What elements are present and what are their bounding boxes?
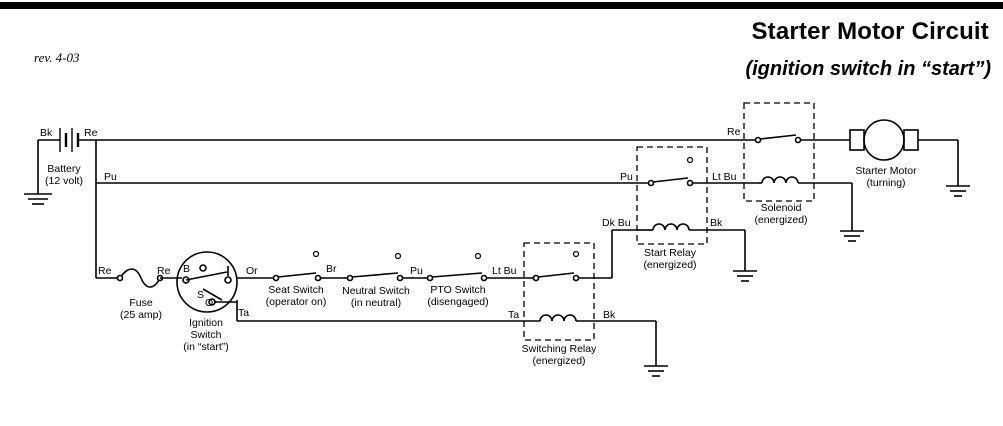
pto-switch-detail: (disengaged) <box>427 296 488 308</box>
neutral-switch-symbol <box>346 272 404 282</box>
label-re-battery: Re <box>84 127 98 139</box>
ignition-label-1: Ignition <box>189 317 223 329</box>
battery-symbol <box>37 128 96 194</box>
solenoid-detail: (energized) <box>754 214 807 226</box>
label-bk-switching: Bk <box>603 309 616 321</box>
wire-labels: Bk Re Pu Re Re Or Br Pu Lt Bu Ta Ta Bk D… <box>40 126 741 321</box>
switch-test-points <box>312 156 694 260</box>
battery-ground <box>24 193 52 205</box>
seat-switch-symbol <box>272 272 322 282</box>
label-re-fuse-in: Re <box>98 265 112 277</box>
neutral-switch-detail: (in neutral) <box>351 297 401 309</box>
page-title: Starter Motor Circuit <box>751 18 989 45</box>
fuse-label: Fuse <box>129 297 153 309</box>
solenoid-symbol <box>743 102 815 202</box>
starter-motor-label: Starter Motor <box>855 165 917 177</box>
label-ta-ignition: Ta <box>238 307 249 319</box>
pto-switch-symbol <box>426 272 488 282</box>
wires <box>24 102 970 377</box>
component-labels: Battery (12 volt) Fuse (25 amp) Ignition… <box>45 163 917 367</box>
seat-switch-detail: (operator on) <box>266 296 327 308</box>
solenoid-label: Solenoid <box>761 202 802 214</box>
label-bk-start: Bk <box>710 217 723 229</box>
starter-motor-symbol <box>849 119 919 161</box>
label-re-fuse-out: Re <box>157 265 171 277</box>
fuse-detail: (25 amp) <box>120 309 162 321</box>
label-lt-bu-pto: Lt Bu <box>492 265 517 277</box>
ignition-label-2: Switch <box>191 329 222 341</box>
fuse-symbol <box>119 268 161 288</box>
label-re-solenoid: Re <box>727 126 741 138</box>
start-relay-symbol <box>636 146 708 245</box>
neutral-switch-label: Neutral Switch <box>342 285 410 297</box>
seat-switch-label: Seat Switch <box>268 284 324 296</box>
label-dk-bu: Dk Bu <box>602 217 631 229</box>
start-relay-label: Start Relay <box>644 247 697 259</box>
start-relay-ground <box>733 270 757 282</box>
top-rule <box>0 2 1003 9</box>
start-relay-detail: (energized) <box>643 259 696 271</box>
label-lt-bu-relay: Lt Bu <box>712 171 737 183</box>
motor-ground <box>946 185 970 197</box>
starter-motor-detail: (turning) <box>866 177 905 189</box>
ignition-terminal-labels: B S O <box>183 263 213 309</box>
terminal-o: O <box>205 297 213 309</box>
battery-detail: (12 volt) <box>45 175 83 187</box>
label-bk: Bk <box>40 127 53 139</box>
label-or: Or <box>246 265 258 277</box>
label-pu-pto: Pu <box>410 265 423 277</box>
ignition-label-3: (in “start”) <box>183 341 229 353</box>
ignition-switch-symbol <box>176 251 238 313</box>
label-pu-relay: Pu <box>620 171 633 183</box>
label-br: Br <box>326 263 337 275</box>
terminal-s: S <box>197 289 204 301</box>
terminal-b: B <box>183 263 190 275</box>
label-ta-relay: Ta <box>508 309 519 321</box>
revision-label: rev. 4-03 <box>34 50 80 65</box>
page-subtitle: (ignition switch in “start”) <box>745 58 991 80</box>
label-pu-battery: Pu <box>104 171 117 183</box>
solenoid-ground <box>840 230 864 242</box>
battery-label: Battery <box>47 163 81 175</box>
switching-relay-symbol <box>523 242 595 341</box>
pto-switch-label: PTO Switch <box>430 284 485 296</box>
switching-relay-detail: (energized) <box>532 355 585 367</box>
switching-relay-label: Switching Relay <box>522 343 597 355</box>
switching-relay-ground <box>644 365 668 377</box>
